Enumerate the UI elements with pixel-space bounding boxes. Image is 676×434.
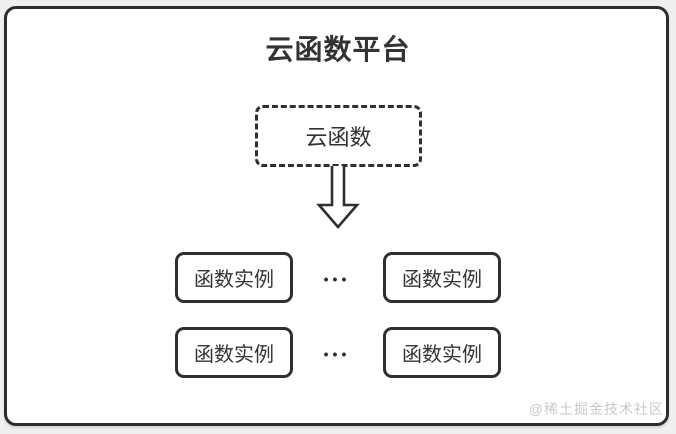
ellipsis-row-2: ••• [323, 346, 351, 362]
down-block-arrow-icon [316, 166, 360, 229]
node-function-instance-1: 函数实例 [175, 252, 293, 303]
node-function-instance-4: 函数实例 [383, 327, 501, 378]
diagram-title: 云函数平台 [265, 34, 411, 65]
node-cloud-function: 云函数 [255, 105, 422, 167]
watermark: @稀土掘金技术社区 [528, 401, 664, 417]
node-function-instance-2: 函数实例 [383, 252, 501, 303]
node-function-instance-3: 函数实例 [175, 327, 293, 378]
ellipsis-row-1: ••• [323, 271, 351, 287]
